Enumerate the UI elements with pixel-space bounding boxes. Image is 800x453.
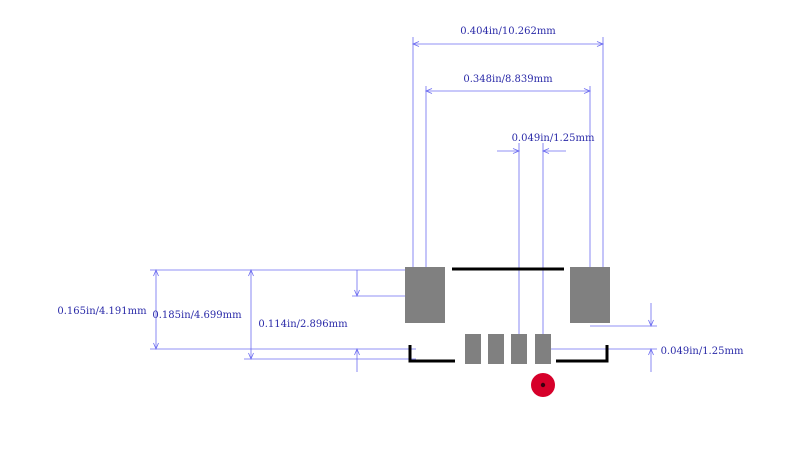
- signal-pad-4: [535, 334, 551, 364]
- body-height-label: 0.185in/4.699mm: [152, 310, 242, 321]
- pin1-marker: [531, 373, 555, 397]
- pad-span-label: 0.114in/2.896mm: [258, 319, 348, 330]
- overall-height-label: 0.165in/4.191mm: [57, 306, 147, 317]
- silkscreen-outline: [408, 267, 609, 363]
- overall-width-label: 0.404in/10.262mm: [460, 26, 556, 37]
- dimension-inner-width: 0.348in/8.839mm: [424, 74, 592, 94]
- inner-width-label: 0.348in/8.839mm: [463, 74, 553, 85]
- pads: [405, 267, 610, 364]
- dimension-pin-length: 0.049in/1.25mm: [648, 303, 744, 372]
- mounting-pad-left: [405, 267, 445, 323]
- signal-pad-3: [511, 334, 527, 364]
- signal-pad-2: [488, 334, 504, 364]
- mounting-pad-right: [570, 267, 610, 323]
- dimension-body-height: 0.185in/4.699mm: [152, 268, 254, 361]
- dimension-pin-pitch: 0.049in/1.25mm: [497, 133, 595, 154]
- pin-length-label: 0.049in/1.25mm: [661, 346, 744, 357]
- extension-lines: [150, 37, 657, 360]
- dimension-pad-span: 0.114in/2.896mm: [258, 270, 360, 372]
- pin-pitch-label: 0.049in/1.25mm: [512, 133, 595, 144]
- dimension-overall-height: 0.165in/4.191mm: [57, 268, 159, 351]
- dimension-overall-width: 0.404in/10.262mm: [411, 26, 605, 47]
- signal-pad-1: [465, 334, 481, 364]
